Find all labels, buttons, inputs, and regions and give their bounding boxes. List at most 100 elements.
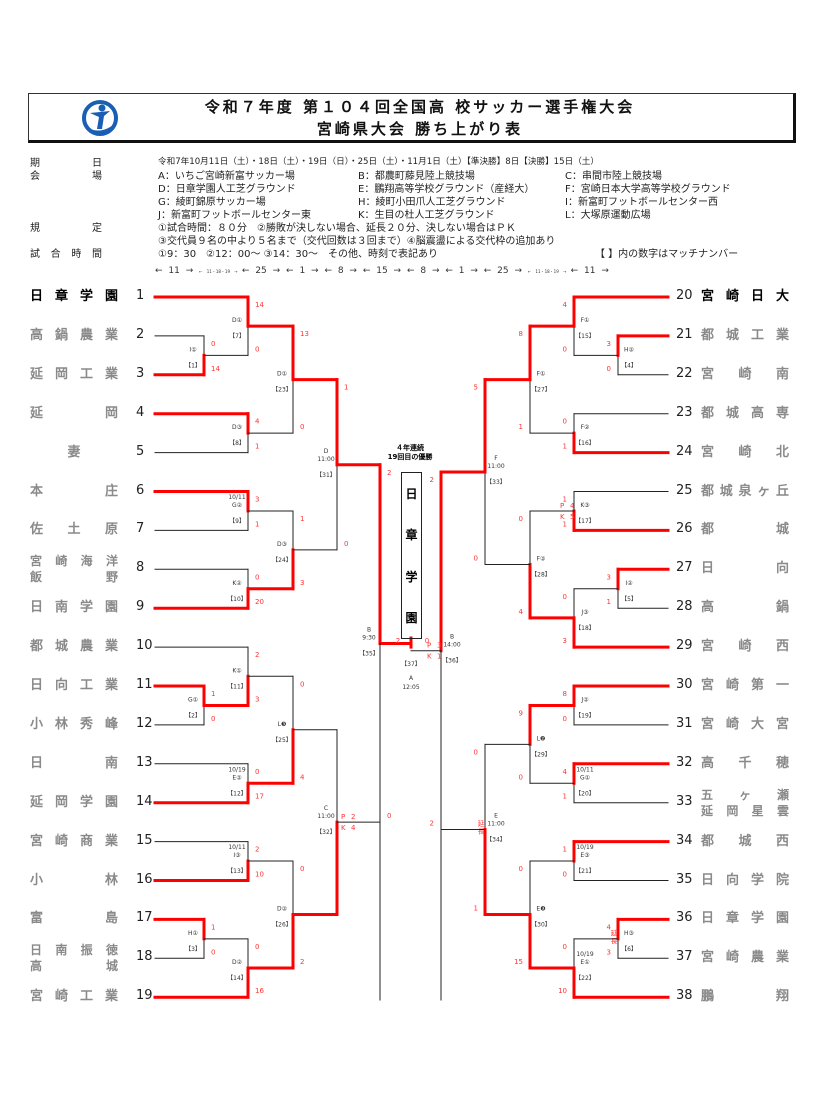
team-name: 宮崎工業 xyxy=(30,988,118,1005)
venue-item: I：新富町フットボールセンター西 xyxy=(565,197,718,208)
venue-item: C：串間市陸上競技場 xyxy=(565,171,662,182)
date-arrow: ← 11・18・19 → xyxy=(527,269,571,274)
team-number: 18 xyxy=(136,949,153,965)
match-venue: 10/11 xyxy=(228,844,245,851)
date-arrow-row: ← 11 → ← 11・18・19 → ← 25 → ← 1 → ← 8 → ←… xyxy=(155,266,609,276)
team-name: 宮崎南 xyxy=(701,366,789,383)
final-score-left: 2 xyxy=(396,637,400,645)
team-name-line: 都城工業 xyxy=(701,327,789,343)
match-venue: 10/11 xyxy=(576,766,593,773)
team-number: 20 xyxy=(676,288,693,303)
score-top: 0 xyxy=(519,515,523,523)
score-top: 14 xyxy=(255,301,264,309)
match-venue: C xyxy=(324,805,328,812)
match-number: 【5】 xyxy=(621,596,637,603)
team-name: 延岡工業 xyxy=(30,366,118,383)
team-name-line: 都城西 xyxy=(701,833,789,849)
team-name: 延岡 xyxy=(30,405,118,422)
team-name: 小林秀峰 xyxy=(30,716,118,733)
match-venue: G② xyxy=(232,502,243,509)
team-number: 23 xyxy=(676,404,693,420)
date-arrow: ← 11 → xyxy=(570,266,609,276)
match-venue: F① xyxy=(537,371,546,378)
team-name: 日南学園 xyxy=(30,599,118,616)
team-number: 16 xyxy=(136,871,153,887)
score-bottom: 14 xyxy=(211,365,220,373)
venue-item: D：日章学園人工芝グラウンド xyxy=(158,184,296,195)
team-name-line: 宮崎商業 xyxy=(30,833,118,849)
score-bottom: 0 xyxy=(563,715,567,723)
team-number: 4 xyxy=(136,404,145,420)
score-bottom: 10 xyxy=(255,871,264,879)
team-name-line: 宮崎南 xyxy=(701,366,789,382)
match-number: 【33】 xyxy=(486,479,506,486)
team-number: 5 xyxy=(136,443,145,459)
team-name-line: 高鍋 xyxy=(701,600,789,616)
score-top: 1 xyxy=(211,923,215,931)
team-number: 30 xyxy=(676,677,693,692)
label-char: 時 xyxy=(71,249,82,260)
match-venue: I③ xyxy=(233,852,240,859)
extra-time-label: 長 xyxy=(611,937,618,945)
match-venue: D① xyxy=(277,371,287,378)
pk-score-top: 3 xyxy=(437,642,441,650)
match-number: 【24】 xyxy=(272,557,292,564)
score-bottom: 10 xyxy=(558,987,567,995)
score-bottom: 0 xyxy=(519,773,523,781)
match-venue: K② xyxy=(232,580,242,587)
score-top: 0 xyxy=(563,943,567,951)
match-venue: 14:00 xyxy=(443,642,460,649)
team-name: 日南 xyxy=(30,755,118,772)
team-name: 宮崎西 xyxy=(701,638,789,655)
venue-item: E：鵬翔高等学校グラウンド（産経大） xyxy=(358,184,535,195)
team-number: 15 xyxy=(136,832,153,848)
score-top: 3 xyxy=(255,496,259,504)
score-top: 0 xyxy=(519,865,523,873)
team-name-line: 高城 xyxy=(30,959,118,974)
team-name: 小林 xyxy=(30,872,118,889)
match-number: 【22】 xyxy=(575,975,595,982)
team-number: 9 xyxy=(136,599,145,615)
rule-2: ③交代員９名の中より５名まで（交代回数は３回まで）④脳震盪による交代枠の追加あり xyxy=(158,236,556,247)
team-name-line: 日向学院 xyxy=(701,872,789,888)
champion-char: 日 xyxy=(405,487,418,502)
match-venue: E xyxy=(494,812,498,819)
team-name-line: 小林秀峰 xyxy=(30,716,118,732)
score-bottom: 1 xyxy=(255,520,259,528)
team-name-line: 都城高専 xyxy=(701,405,789,421)
match-venue: 10/19 xyxy=(576,951,593,958)
team-name: 都城 xyxy=(701,521,789,538)
score-top: 9 xyxy=(519,709,523,717)
date-arrow: ← 25 → xyxy=(241,266,287,276)
team-name: 高千穂 xyxy=(701,755,789,772)
score-bottom: 17 xyxy=(255,793,264,801)
score-top: 1 xyxy=(344,384,348,392)
match-venue: E③ xyxy=(580,852,589,859)
venue-item: A：いちご宮崎新富サッカー場 xyxy=(158,171,295,182)
team-name: 宮崎農業 xyxy=(701,949,789,966)
match-venue: A xyxy=(409,675,414,682)
team-name: 日向工業 xyxy=(30,677,118,694)
score-bottom: 4 xyxy=(300,773,305,781)
match-venue: 10/19 xyxy=(228,766,245,773)
venue-item: H：綾町小田爪人工芝グラウンド xyxy=(358,197,506,208)
score-top: 13 xyxy=(300,330,309,338)
team-number: 8 xyxy=(136,560,145,576)
champion-streak: ４年連続 19回目の優勝 xyxy=(360,444,460,462)
score-top: 2 xyxy=(387,469,391,477)
title-line-2: 宮崎県大会 勝ち上がり表 xyxy=(316,120,524,138)
label-char: 規 xyxy=(30,223,40,234)
match-venue: H③ xyxy=(624,930,634,937)
match-number: 【20】 xyxy=(575,790,595,797)
date-arrow: ← 1 → xyxy=(445,266,484,276)
score-top: 0 xyxy=(300,865,304,873)
team-name: 日向 xyxy=(701,560,789,577)
team-number: 28 xyxy=(676,599,693,615)
pk-label: P xyxy=(341,813,345,821)
score-top: 0 xyxy=(563,593,567,601)
team-name-line: 都城農業 xyxy=(30,639,118,655)
extra-time-label: 延 xyxy=(478,818,485,827)
score-top: 4 xyxy=(607,923,612,931)
match-venue: D③ xyxy=(277,541,287,548)
label-char: 場 xyxy=(92,171,102,182)
